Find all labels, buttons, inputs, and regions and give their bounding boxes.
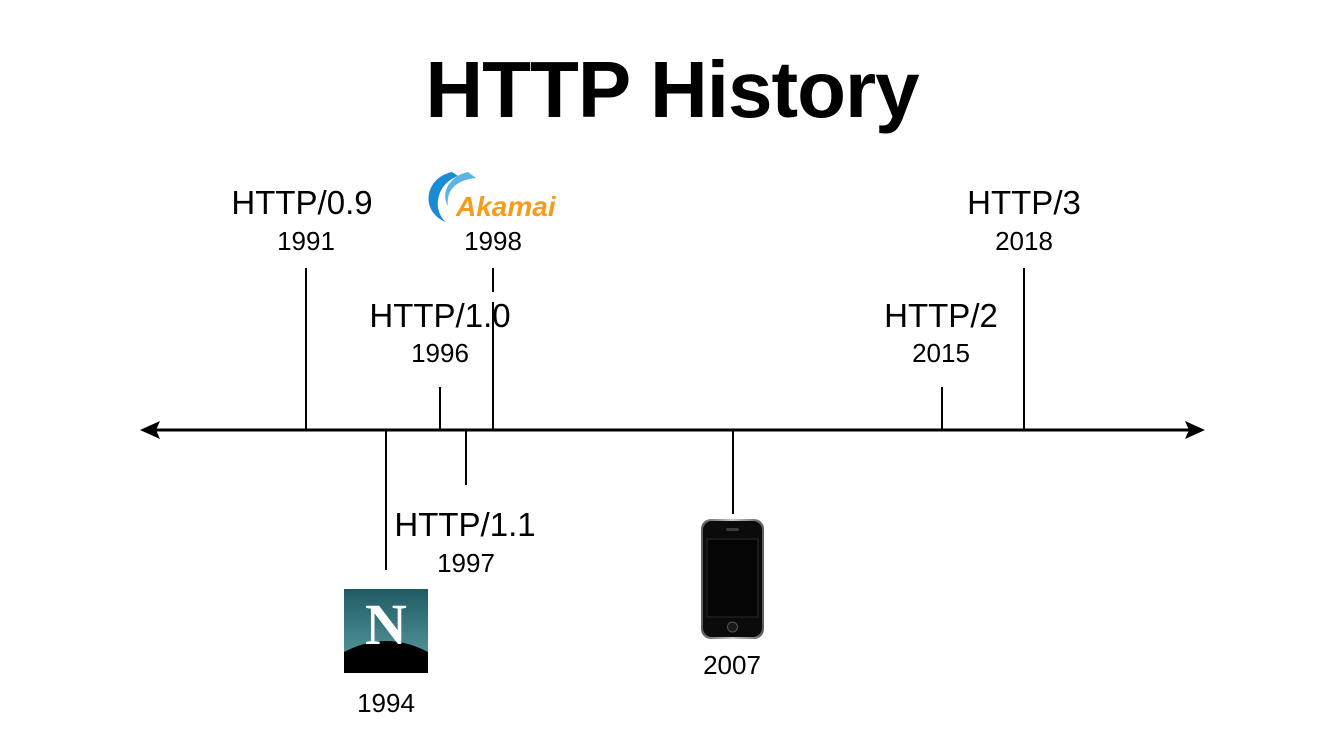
page-title: HTTP History xyxy=(425,45,919,134)
http09-year: 1991 xyxy=(277,226,335,256)
akamai-year: 1998 xyxy=(464,226,522,256)
http3-label: HTTP/3 xyxy=(967,184,1081,221)
netscape-logo-icon: N xyxy=(344,589,428,673)
http2-label: HTTP/2 xyxy=(884,297,998,334)
axis-arrow-right xyxy=(1185,421,1205,439)
http2-year: 2015 xyxy=(912,338,970,368)
http10-label: HTTP/1.0 xyxy=(369,297,511,334)
iphone-icon xyxy=(701,519,764,639)
http09-label: HTTP/0.9 xyxy=(231,184,373,221)
http10-year: 1996 xyxy=(411,338,469,368)
http3-year: 2018 xyxy=(995,226,1053,256)
axis-arrow-left xyxy=(140,421,160,439)
http11-year: 1997 xyxy=(437,548,495,578)
http11-label: HTTP/1.1 xyxy=(394,506,536,543)
akamai-logo-text: Akamai xyxy=(455,191,557,222)
iphone-year: 2007 xyxy=(703,650,761,680)
svg-text:N: N xyxy=(365,592,407,657)
netscape-year: 1994 xyxy=(357,688,415,718)
akamai-logo-icon: Akamai xyxy=(428,172,557,222)
